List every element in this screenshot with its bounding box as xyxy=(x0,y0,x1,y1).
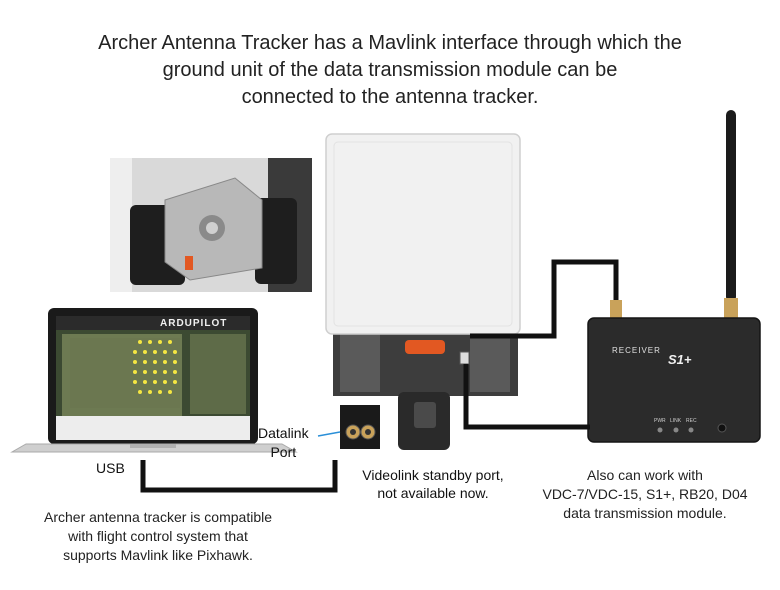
also-note-line-1: Also can work with xyxy=(587,467,703,483)
compatibility-note: Archer antenna tracker is compatible wit… xyxy=(18,508,298,565)
laptop xyxy=(10,308,298,453)
compat-note-line-1: Archer antenna tracker is compatible xyxy=(44,509,272,525)
led-pwr-label: PWR xyxy=(654,418,666,424)
videolink-label-line-2: not available now. xyxy=(377,485,489,501)
videolink-label-line-1: Videolink standby port, xyxy=(362,467,504,483)
receiver-brand-label: RECEIVER xyxy=(612,346,661,355)
ardupilot-logo: ARDUPILOT xyxy=(160,318,228,329)
led-link-label: LINK xyxy=(670,418,682,424)
datalink-label-line-1: Datalink xyxy=(258,425,309,441)
title-line-3: connected to the antenna tracker. xyxy=(241,86,539,108)
also-note-line-2: VDC-7/VDC-15, S1+, RB20, D04 xyxy=(542,486,748,502)
port-block xyxy=(340,405,380,449)
receiver-model-label: S1+ xyxy=(668,352,692,367)
title-line-2: ground unit of the data transmission mod… xyxy=(162,59,618,81)
datalink-port-label: Datalink Port xyxy=(258,424,309,462)
gimbal-photo xyxy=(110,158,312,292)
compat-note-line-3: supports Mavlink like Pixhawk. xyxy=(63,547,253,563)
waypoint-grid xyxy=(133,340,177,394)
receiver-device xyxy=(587,110,761,443)
also-works-note: Also can work with VDC-7/VDC-15, S1+, RB… xyxy=(530,466,760,523)
led-rec-label: REC xyxy=(686,418,697,424)
videolink-port-label: Videolink standby port, not available no… xyxy=(348,466,518,502)
usb-label: USB xyxy=(96,460,125,476)
compat-note-line-2: with flight control system that xyxy=(68,528,248,544)
title-line-1: Archer Antenna Tracker has a Mavlink int… xyxy=(98,32,682,54)
datalink-label-line-2: Port xyxy=(270,444,297,460)
diagram-title: Archer Antenna Tracker has a Mavlink int… xyxy=(40,30,740,111)
datalink-leader-line xyxy=(317,431,341,437)
antenna-tracker xyxy=(325,133,521,450)
also-note-line-3: data transmission module. xyxy=(563,505,727,521)
cables xyxy=(140,259,619,493)
